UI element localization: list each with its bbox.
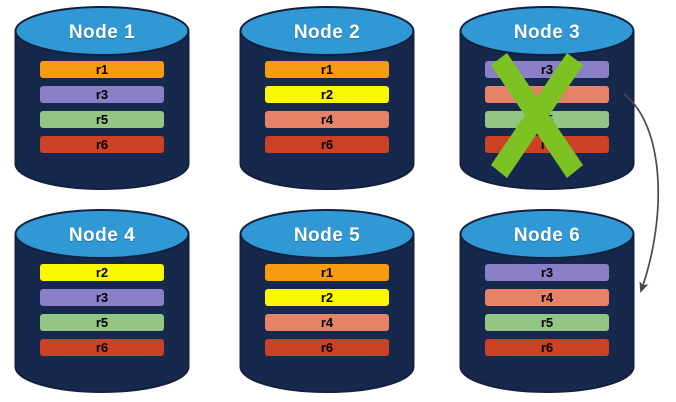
cylinder-top-ellipse (239, 209, 415, 259)
node-3[interactable]: Node 3 r3 r4 r5 r6 (459, 6, 635, 191)
record-bar-r6[interactable]: r6 (40, 136, 164, 153)
node-4-record-list: r2 r3 r5 r6 (40, 264, 164, 356)
cylinder-top-ellipse (239, 6, 415, 56)
record-bar-r4[interactable]: r4 (265, 111, 389, 128)
record-bar-r3[interactable]: r3 (485, 61, 609, 78)
record-bar-r6[interactable]: r6 (485, 136, 609, 153)
node-3-title: Node 3 (513, 22, 581, 43)
record-bar-r5[interactable]: r5 (40, 111, 164, 128)
node-6-title: Node 6 (513, 225, 581, 246)
node-1-title: Node 1 (68, 22, 136, 43)
node-1-record-list: r1 r3 r5 r6 (40, 61, 164, 153)
node-1[interactable]: Node 1 r1 r3 r5 r6 (14, 6, 190, 191)
node-4-title: Node 4 (68, 225, 136, 246)
record-bar-r4[interactable]: r4 (485, 289, 609, 306)
record-bar-r6[interactable]: r6 (265, 136, 389, 153)
record-bar-r3[interactable]: r3 (485, 264, 609, 281)
record-bar-r2[interactable]: r2 (265, 289, 389, 306)
node-2[interactable]: Node 2 r1 r2 r4 r6 (239, 6, 415, 191)
record-bar-r5[interactable]: r5 (40, 314, 164, 331)
cylinder-top-ellipse (14, 209, 190, 259)
node-6[interactable]: Node 6 r3 r4 r5 r6 (459, 209, 635, 394)
cylinder-top-ellipse (14, 6, 190, 56)
node-6-record-list: r3 r4 r5 r6 (485, 264, 609, 356)
node-5[interactable]: Node 5 r1 r2 r4 r6 (239, 209, 415, 394)
record-bar-r4[interactable]: r4 (485, 86, 609, 103)
record-bar-r1[interactable]: r1 (265, 264, 389, 281)
node-5-record-list: r1 r2 r4 r6 (265, 264, 389, 356)
node-2-title: Node 2 (293, 22, 361, 43)
node-5-title: Node 5 (293, 225, 361, 246)
node-3-record-list: r3 r4 r5 r6 (485, 61, 609, 153)
record-bar-r5[interactable]: r5 (485, 111, 609, 128)
record-bar-r3[interactable]: r3 (40, 289, 164, 306)
node-4[interactable]: Node 4 r2 r3 r5 r6 (14, 209, 190, 394)
record-bar-r4[interactable]: r4 (265, 314, 389, 331)
record-bar-r1[interactable]: r1 (40, 61, 164, 78)
record-bar-r6[interactable]: r6 (40, 339, 164, 356)
record-bar-r6[interactable]: r6 (265, 339, 389, 356)
record-bar-r1[interactable]: r1 (265, 61, 389, 78)
record-bar-r3[interactable]: r3 (40, 86, 164, 103)
record-bar-r6[interactable]: r6 (485, 339, 609, 356)
record-bar-r2[interactable]: r2 (40, 264, 164, 281)
node-2-record-list: r1 r2 r4 r6 (265, 61, 389, 153)
record-bar-r2[interactable]: r2 (265, 86, 389, 103)
record-bar-r5[interactable]: r5 (485, 314, 609, 331)
